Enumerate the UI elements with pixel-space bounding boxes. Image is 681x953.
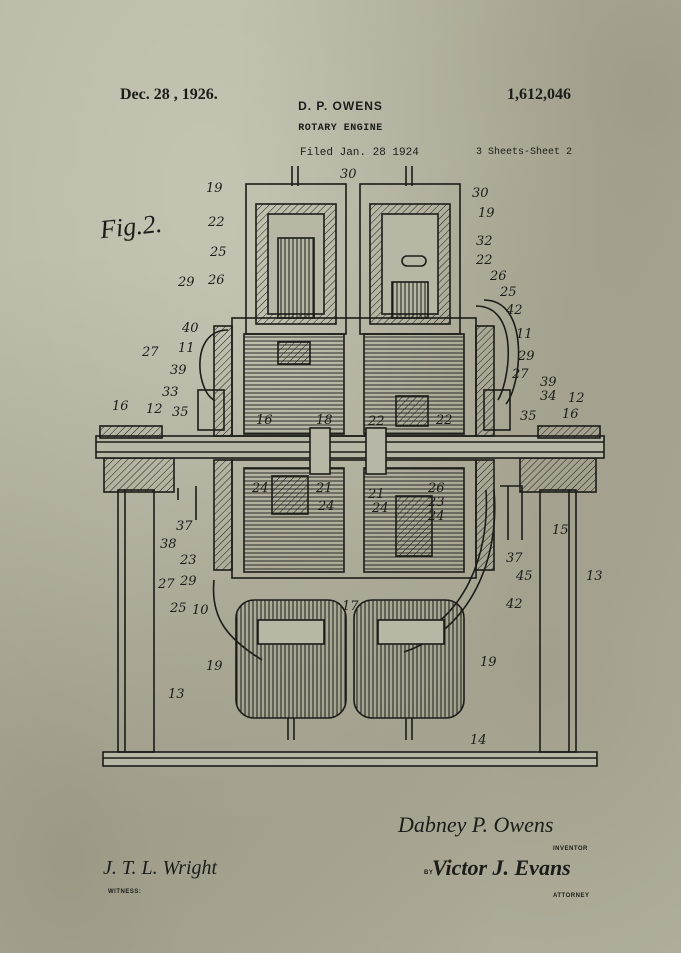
- rotor-housing: [197, 317, 511, 437]
- callout: 16: [112, 399, 129, 414]
- patent-number: 1,612,046: [507, 86, 571, 103]
- lower-left-cylinder: [235, 599, 347, 740]
- callout: 21: [315, 481, 333, 496]
- lower-right-cylinder: [353, 599, 465, 740]
- frame-right: [519, 457, 597, 753]
- witness-signature: J. T. L. Wright: [103, 857, 218, 879]
- callout: 19: [206, 659, 223, 674]
- invention-title: ROTARY ENGINE: [298, 123, 383, 134]
- callout: 23: [179, 553, 197, 568]
- callout: 27: [511, 367, 529, 382]
- sheet-count: 3 Sheets-Sheet 2: [476, 147, 573, 158]
- callout: 30: [472, 186, 489, 201]
- callout: 30: [340, 167, 357, 182]
- callout: 27: [141, 345, 159, 360]
- callout: 27: [157, 577, 175, 592]
- callout: 26: [489, 269, 507, 284]
- main-shaft: [95, 425, 605, 459]
- callout: 39: [540, 375, 557, 390]
- inventor-signature: Dabney P. Owens: [398, 812, 554, 837]
- callout: 22: [435, 413, 453, 428]
- callout: 22: [475, 253, 493, 268]
- callout: 16: [256, 413, 273, 428]
- inventor-caption: INVENTOR: [553, 846, 588, 852]
- callout: 19: [480, 655, 497, 670]
- callout: 15: [552, 523, 569, 538]
- callout: 19: [206, 181, 223, 196]
- callout: 35: [520, 409, 537, 424]
- callout: 17: [342, 599, 359, 614]
- callout: 25: [499, 285, 517, 300]
- upper-right-cylinder: [359, 166, 461, 335]
- by-caption: BY: [424, 870, 434, 876]
- upper-left-cylinder: [245, 166, 347, 335]
- callout: 16: [562, 407, 579, 422]
- inventor-name: D. P. OWENS: [298, 99, 383, 113]
- filed-date: Filed Jan. 28 1924: [300, 147, 419, 159]
- callout: 33: [162, 385, 179, 400]
- callout: 35: [172, 405, 189, 420]
- witness-caption: WITNESS:: [108, 889, 142, 895]
- callout: 10: [192, 603, 209, 618]
- callout: 40: [181, 321, 199, 336]
- callout: 42: [505, 597, 523, 612]
- attorney-caption: ATTORNEY: [553, 893, 590, 899]
- callout: 45: [515, 569, 533, 584]
- callout: 24: [427, 509, 445, 524]
- callout: 38: [160, 537, 177, 552]
- callout: 22: [207, 215, 225, 230]
- callout: 26: [207, 273, 225, 288]
- callout: 29: [517, 349, 535, 364]
- callout: 11: [516, 327, 533, 342]
- base-plate: [102, 751, 598, 767]
- callout: 23: [427, 495, 445, 510]
- callout: 32: [476, 234, 493, 249]
- callout: 12: [146, 402, 163, 417]
- callout: 37: [506, 551, 523, 566]
- callout: 12: [568, 391, 585, 406]
- callout-labels: 19 30 30 19 22 32 25 22 26 26 29 25 42 4…: [112, 167, 603, 748]
- callout: 25: [209, 245, 227, 260]
- callout: 26: [427, 481, 445, 496]
- callout: 42: [505, 303, 523, 318]
- attorney-signature: Victor J. Evans: [432, 855, 571, 880]
- frame-left: [103, 457, 175, 753]
- lower-housing: [213, 427, 495, 579]
- callout: 19: [478, 206, 495, 221]
- callout: 34: [540, 389, 557, 404]
- callout: 25: [169, 601, 187, 616]
- callout: 24: [251, 481, 269, 496]
- callout: 24: [371, 501, 389, 516]
- callout: 37: [176, 519, 193, 534]
- callout: 14: [470, 733, 487, 748]
- callout: 18: [316, 413, 333, 428]
- patent-date: Dec. 28 , 1926.: [120, 86, 218, 103]
- callout: 24: [317, 499, 335, 514]
- callout: 21: [367, 487, 385, 502]
- callout: 22: [367, 414, 385, 429]
- callout: 11: [178, 341, 195, 356]
- callout: 29: [177, 275, 195, 290]
- callout: 29: [179, 574, 197, 589]
- callout: 13: [168, 687, 185, 702]
- callout: 13: [586, 569, 603, 584]
- callout: 39: [170, 363, 187, 378]
